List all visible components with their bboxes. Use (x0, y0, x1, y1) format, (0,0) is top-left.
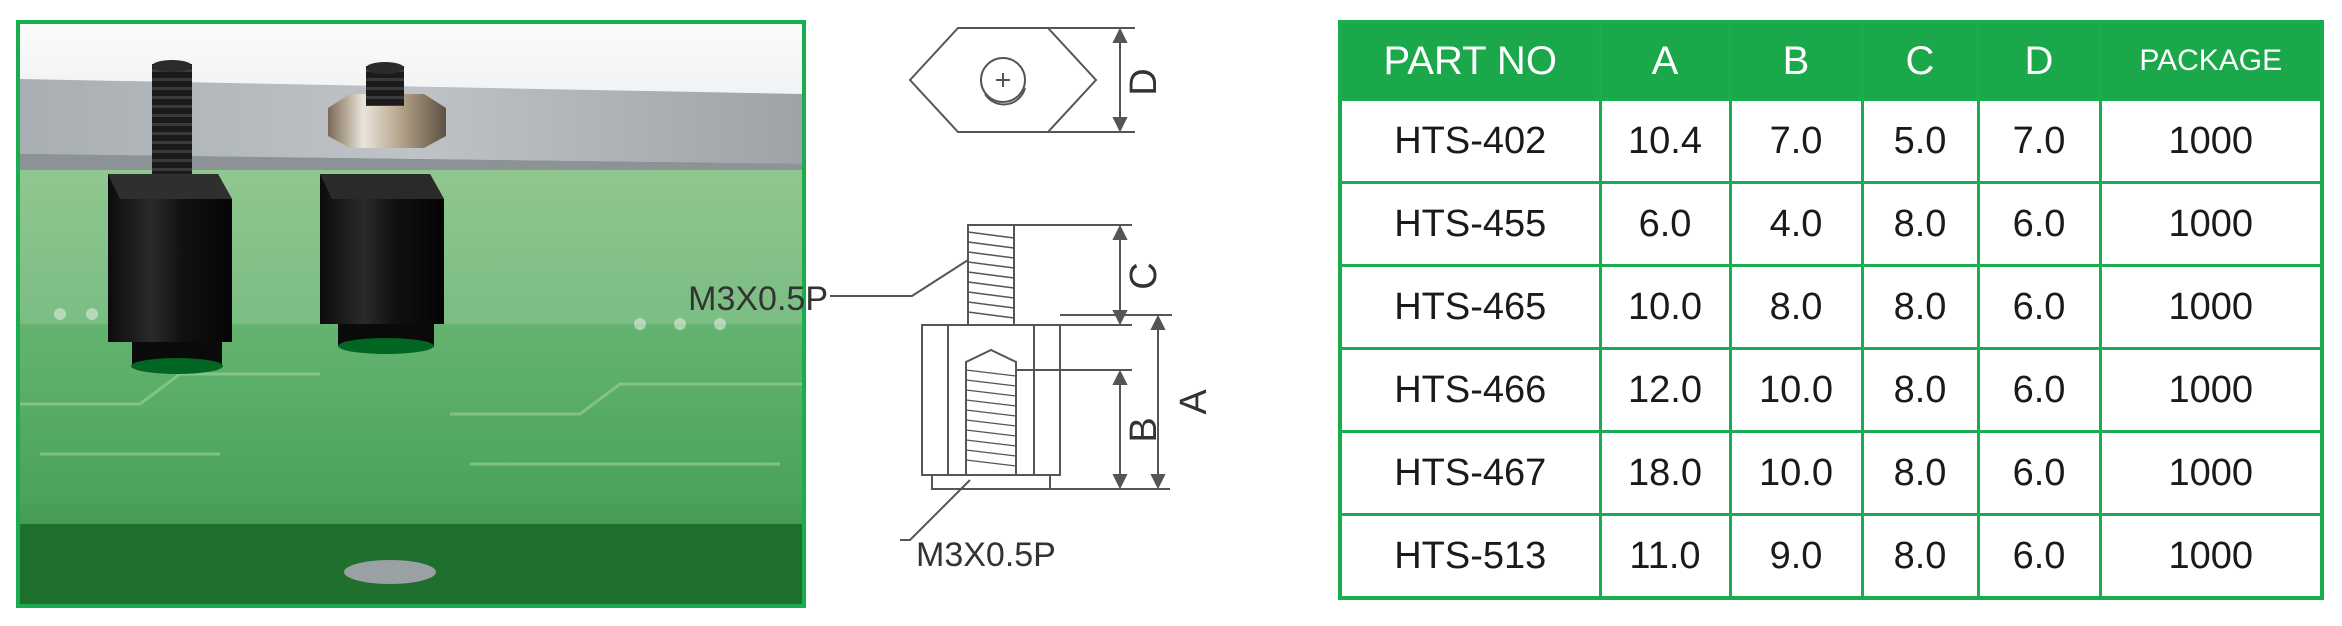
cell-b: 9.0 (1728, 513, 1864, 600)
header-b: B (1728, 22, 1864, 100)
table-row: HTS-465 10.0 8.0 8.0 6.0 1000 (1338, 264, 2324, 350)
cell-package: 1000 (2098, 347, 2324, 433)
table-header-row: PART NO A B C D PACKAGE (1338, 22, 2324, 100)
cell-part-no: HTS-455 (1338, 181, 1602, 267)
cell-d: 6.0 (1976, 513, 2102, 600)
thread-top-label: M3X0.5P (688, 280, 828, 318)
cell-c: 8.0 (1860, 181, 1980, 267)
product-photo (16, 20, 806, 608)
cell-part-no: HTS-402 (1338, 98, 1602, 184)
technical-drawing: D C B A M3X0.5P M3X0.5P (688, 10, 1320, 616)
cell-c: 8.0 (1860, 513, 1980, 600)
spec-table: PART NO A B C D PACKAGE HTS-402 10.4 7.0… (1338, 20, 2324, 600)
dim-d-label: D (1123, 68, 1165, 95)
cell-a: 18.0 (1598, 430, 1732, 516)
cell-part-no: HTS-466 (1338, 347, 1602, 433)
header-c: C (1860, 22, 1980, 100)
cell-d: 6.0 (1976, 430, 2102, 516)
header-package: PACKAGE (2098, 22, 2324, 100)
thread-bottom-label: M3X0.5P (916, 536, 1056, 574)
cell-a: 6.0 (1598, 181, 1732, 267)
cell-b: 4.0 (1728, 181, 1864, 267)
cell-package: 1000 (2098, 264, 2324, 350)
table-row: HTS-466 12.0 10.0 8.0 6.0 1000 (1338, 347, 2324, 433)
dim-b-label: B (1123, 417, 1165, 442)
cell-a: 10.0 (1598, 264, 1732, 350)
table-row: HTS-513 11.0 9.0 8.0 6.0 1000 (1338, 513, 2324, 600)
cell-c: 8.0 (1860, 430, 1980, 516)
header-part-no: PART NO (1338, 22, 1602, 100)
cell-d: 7.0 (1976, 98, 2102, 184)
cell-b: 10.0 (1728, 430, 1864, 516)
cell-a: 10.4 (1598, 98, 1732, 184)
cell-package: 1000 (2098, 98, 2324, 184)
hex-top-view (908, 27, 1098, 133)
cell-c: 5.0 (1860, 98, 1980, 184)
cell-package: 1000 (2098, 430, 2324, 516)
cell-b: 10.0 (1728, 347, 1864, 433)
cell-part-no: HTS-513 (1338, 513, 1602, 600)
table-row: HTS-402 10.4 7.0 5.0 7.0 1000 (1338, 98, 2324, 184)
cell-d: 6.0 (1976, 347, 2102, 433)
cell-package: 1000 (2098, 513, 2324, 600)
table-row: HTS-455 6.0 4.0 8.0 6.0 1000 (1338, 181, 2324, 267)
cell-a: 12.0 (1598, 347, 1732, 433)
cell-a: 11.0 (1598, 513, 1732, 600)
cell-part-no: HTS-467 (1338, 430, 1602, 516)
dim-c-label: C (1123, 262, 1165, 289)
cell-c: 8.0 (1860, 347, 1980, 433)
cell-c: 8.0 (1860, 264, 1980, 350)
cell-d: 6.0 (1976, 264, 2102, 350)
cell-b: 7.0 (1728, 98, 1864, 184)
header-a: A (1598, 22, 1732, 100)
cell-d: 6.0 (1976, 181, 2102, 267)
cell-package: 1000 (2098, 181, 2324, 267)
table-row: HTS-467 18.0 10.0 8.0 6.0 1000 (1338, 430, 2324, 516)
header-d: D (1976, 22, 2102, 100)
dim-a-label: A (1173, 389, 1215, 415)
cell-part-no: HTS-465 (1338, 264, 1602, 350)
cell-b: 8.0 (1728, 264, 1864, 350)
